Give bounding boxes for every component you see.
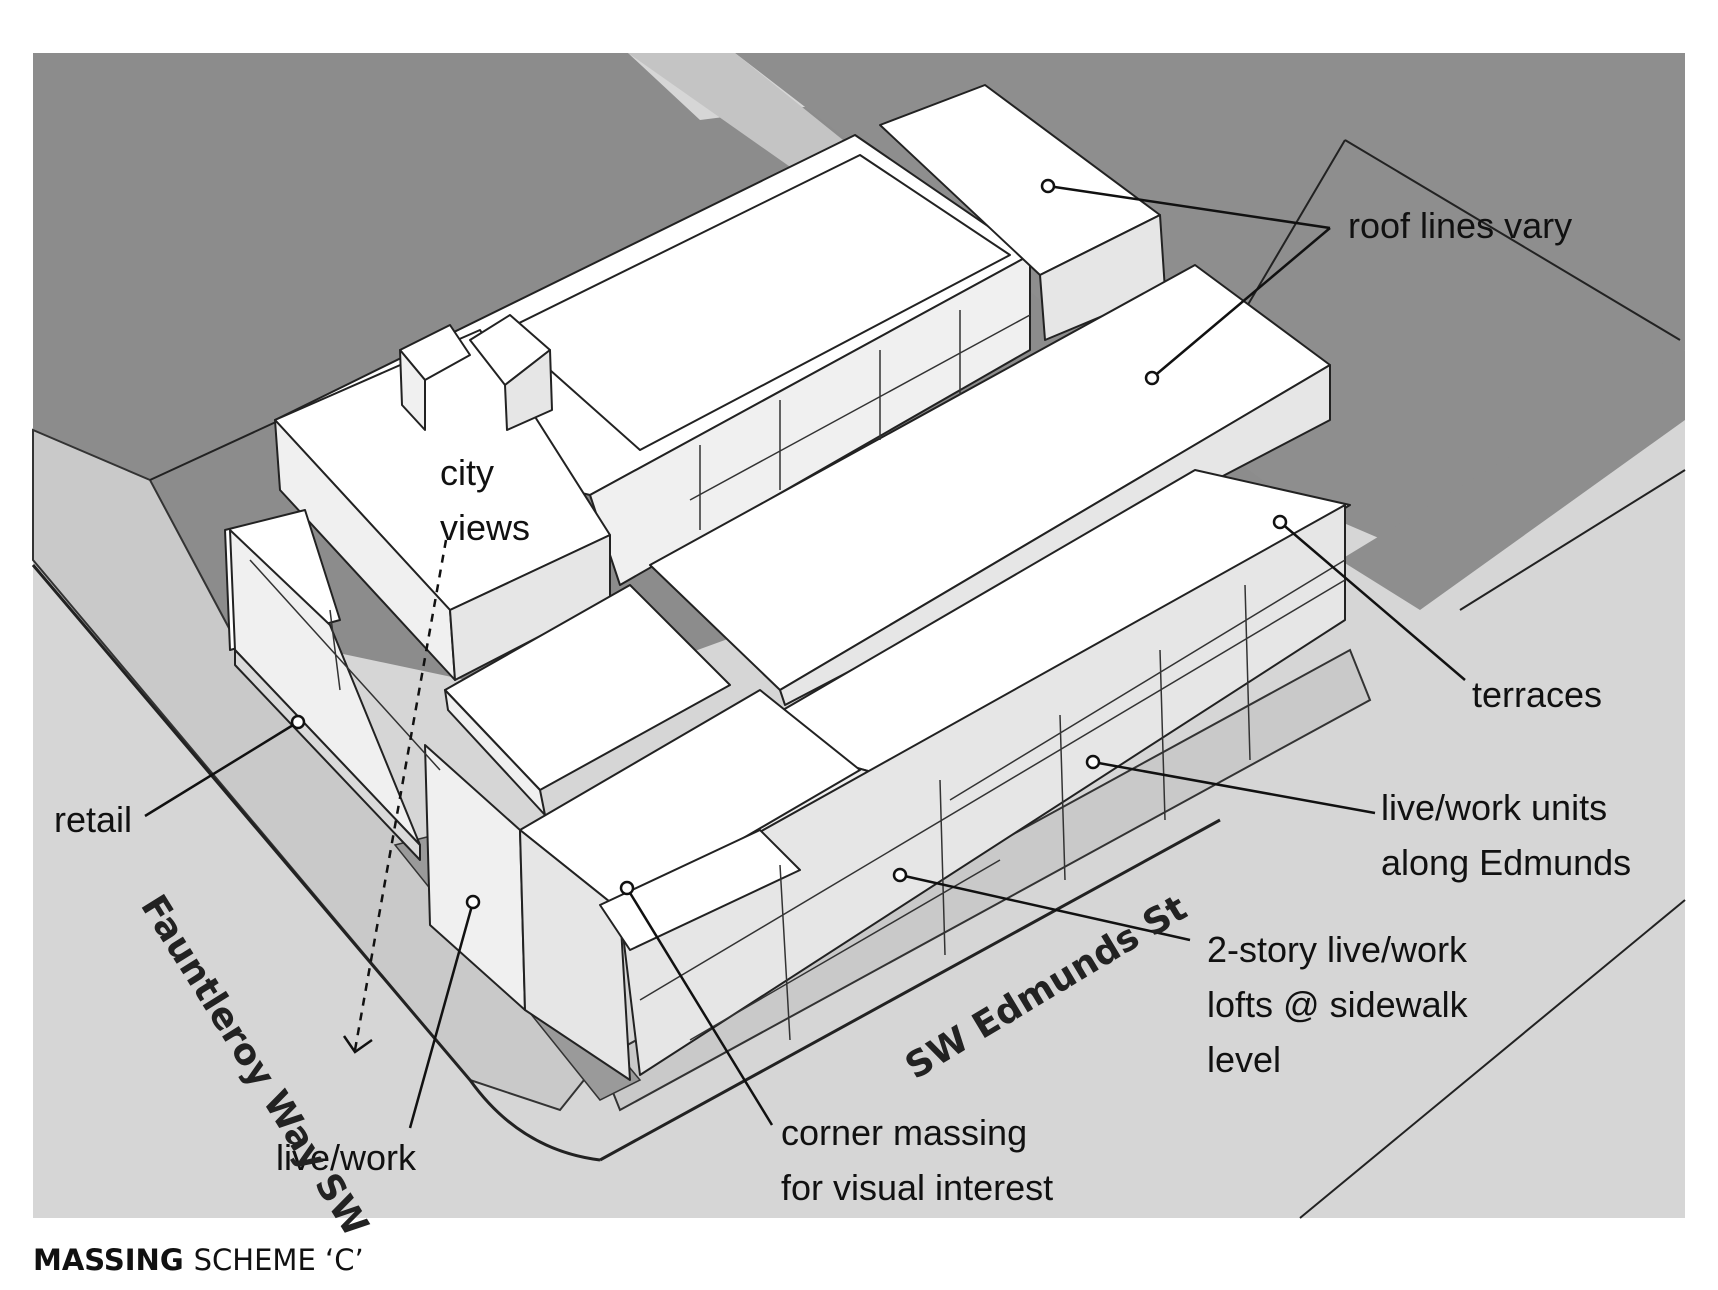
- leader-lofts: [892, 867, 1191, 942]
- label-roof-lines: roof lines vary: [1348, 205, 1572, 246]
- curb-west: [31, 564, 601, 1162]
- label-terraces: terraces: [1472, 674, 1602, 715]
- wall-retail: [234, 649, 421, 861]
- curb-south: [599, 818, 1221, 1162]
- leader-live-work-units: [1085, 754, 1376, 815]
- wall-corner-south: [519, 829, 631, 1081]
- leader-city-views: [342, 539, 448, 1054]
- caption-bold: MASSING: [33, 1243, 184, 1277]
- leader-terraces: [1272, 514, 1466, 681]
- wall-south-main: [619, 504, 1346, 1076]
- leader-retail: [144, 714, 306, 818]
- wall-cube-a: [399, 349, 426, 431]
- label-lofts-2: lofts @ sidewalk: [1207, 984, 1469, 1025]
- wall-east-top: [779, 364, 1331, 706]
- label-city-views-2: views: [440, 507, 530, 548]
- figure-caption: MASSING SCHEME ‘C’: [33, 1243, 364, 1277]
- label-lofts-3: level: [1207, 1039, 1281, 1080]
- caption-regular: SCHEME ‘C’: [194, 1243, 364, 1277]
- parcel-east: [1340, 350, 1685, 610]
- label-live-work-units-1: live/work units: [1381, 787, 1607, 828]
- curb-east: [1459, 469, 1686, 611]
- leader-roof-lines: [1040, 178, 1331, 386]
- roof-inner: [504, 154, 1011, 451]
- roof-south-low: [599, 829, 801, 951]
- label-city-views-1: city: [440, 452, 494, 493]
- label-corner-2: for visual interest: [781, 1167, 1053, 1208]
- road-edge-east: [1299, 899, 1686, 1219]
- leader-corner: [619, 880, 774, 1126]
- label-retail: retail: [54, 799, 132, 840]
- label-live-work-units-2: along Edmunds: [1381, 842, 1631, 883]
- leader-live-work: [408, 894, 481, 1129]
- wall-cube-b: [504, 349, 553, 431]
- label-live-work: live/work: [276, 1137, 417, 1178]
- label-lofts-1: 2-story live/work: [1207, 929, 1468, 970]
- label-corner-1: corner massing: [781, 1112, 1027, 1153]
- facade-grid: [249, 310, 1346, 1041]
